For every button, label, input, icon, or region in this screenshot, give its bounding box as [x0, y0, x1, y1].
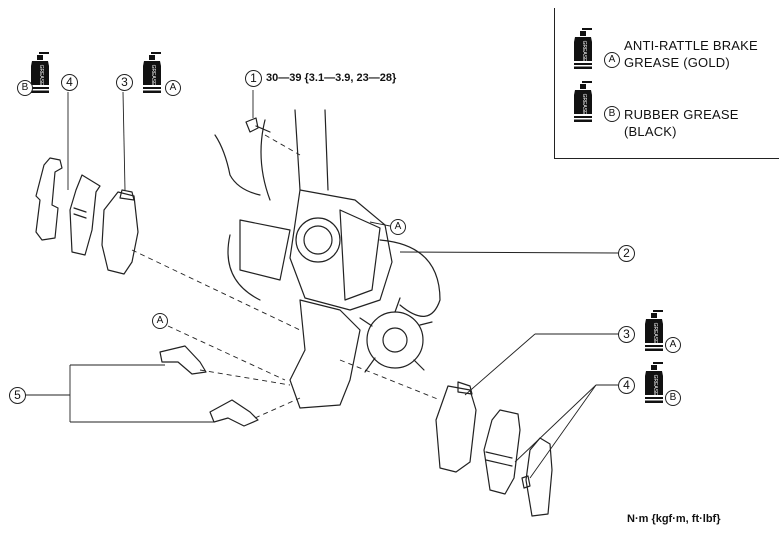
callout-a: A: [152, 313, 168, 329]
grease-can-label: GREASE: [652, 375, 658, 397]
left-inner-shim: [69, 174, 101, 256]
callout-a: A: [165, 80, 181, 96]
grease-can-icon: GREASE: [645, 310, 663, 351]
grease-can-icon: GREASE: [645, 362, 663, 403]
callout-a: A: [665, 337, 681, 353]
callout-2: 2: [618, 245, 635, 262]
lower-guide-plate: [209, 399, 259, 427]
legend-callout-b: B: [604, 106, 620, 122]
callout-b: B: [665, 390, 681, 406]
leader-line: [122, 91, 126, 191]
callout-b: B: [17, 80, 33, 96]
legend-a-line2: GREASE (GOLD): [624, 55, 730, 70]
left-outer-shim: [35, 157, 63, 241]
grease-can-label: GREASE: [38, 65, 44, 87]
leader-line: [464, 333, 618, 396]
torque-spec: 30—39 {3.1—3.9, 23—28}: [266, 72, 397, 84]
callout-5: 5: [9, 387, 26, 404]
grease-can-label: GREASE: [581, 41, 587, 63]
callout-4: 4: [61, 74, 78, 91]
brake-hose: [214, 134, 261, 196]
legend-b-line2: (BLACK): [624, 124, 677, 139]
grease-can-icon: GREASE: [143, 52, 161, 93]
callout-4: 4: [618, 377, 635, 394]
caliper-assembly: [260, 109, 393, 311]
right-inner-shim: [483, 409, 521, 495]
grease-legend: [554, 8, 779, 159]
wheel-hub: [359, 297, 433, 373]
grease-can-label: GREASE: [150, 65, 156, 87]
grease-can-label: GREASE: [581, 94, 587, 116]
leader-line: [25, 364, 215, 423]
legend-a-line1: ANTI-RATTLE BRAKE: [624, 38, 758, 53]
leader-line: [369, 221, 391, 227]
callout-a: A: [390, 219, 406, 235]
right-brake-pad: [435, 381, 477, 473]
dashed-guide-line: [131, 134, 441, 419]
grease-can-icon: GREASE: [574, 81, 592, 122]
grease-can-icon: GREASE: [574, 28, 592, 69]
callout-3: 3: [116, 74, 133, 91]
legend-callout-a: A: [604, 52, 620, 68]
leader-line: [399, 251, 619, 254]
upper-guide-plate: [159, 345, 207, 375]
steering-knuckle: [227, 219, 361, 409]
callout-3: 3: [618, 326, 635, 343]
leader-line: [514, 384, 618, 479]
left-brake-pad: [101, 189, 139, 275]
right-outer-shim: [521, 437, 553, 517]
brake-disc-plate: [379, 239, 441, 317]
callout-1: 1: [245, 70, 262, 87]
units-note: N·m {kgf·m, ft·lbf}: [627, 513, 721, 525]
grease-can-icon: GREASE: [31, 52, 49, 93]
grease-can-label: GREASE: [652, 323, 658, 345]
legend-b-line1: RUBBER GREASE: [624, 107, 739, 122]
caliper-bolt: [245, 117, 271, 133]
